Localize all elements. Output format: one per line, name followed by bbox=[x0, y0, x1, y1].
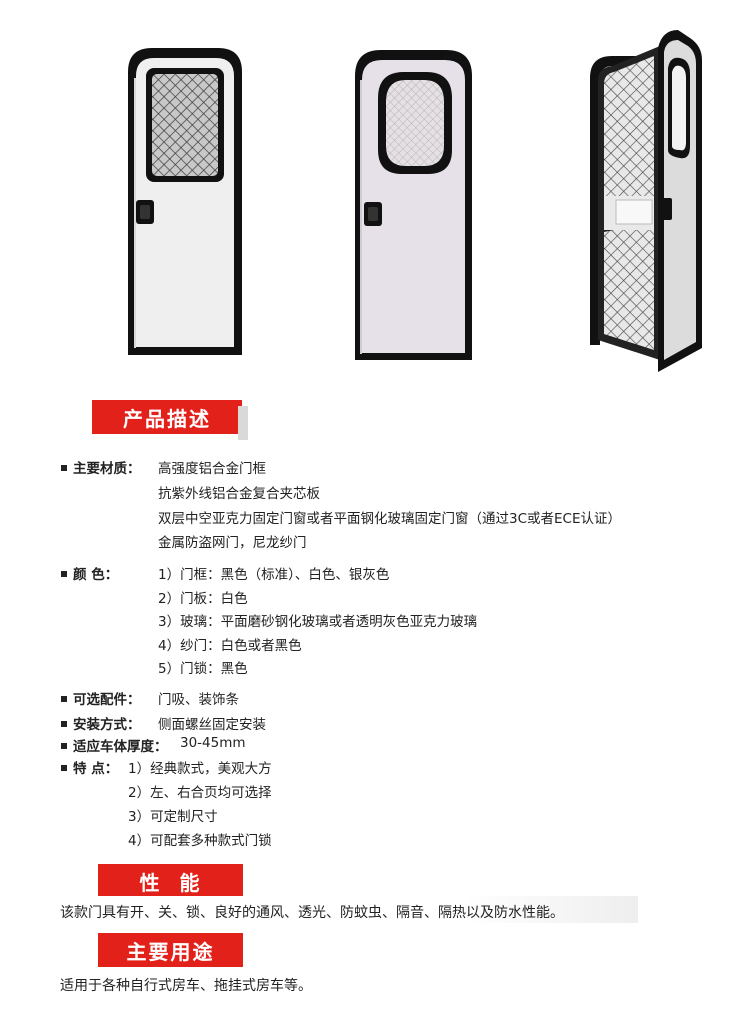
spec-value: 4）纱门：白色或者黑色 bbox=[158, 638, 302, 654]
door-white-rect-window bbox=[128, 48, 242, 355]
spec-value: 30-45mm bbox=[180, 735, 246, 751]
spec-value: 1）门框：黑色（标准）、白色、银灰色 bbox=[158, 567, 390, 583]
usage-text: 适用于各种自行式房车、拖挂式房车等。 bbox=[60, 978, 312, 994]
spec-value: 1）经典款式，美观大方 bbox=[128, 761, 272, 777]
bullet bbox=[61, 465, 67, 471]
section-banner-description: 产品描述 bbox=[92, 400, 242, 434]
bullet bbox=[61, 743, 67, 749]
spec-value: 3）玻璃：平面磨砂钢化玻璃或者透明灰色亚克力玻璃 bbox=[158, 614, 478, 630]
spec-label-material: 主要材质： bbox=[73, 461, 141, 477]
spec-value: 高强度铝合金门框 bbox=[158, 461, 266, 477]
bullet bbox=[61, 696, 67, 702]
section-banner-usage: 主要用途 bbox=[98, 933, 243, 967]
spec-value: 5）门锁：黑色 bbox=[158, 661, 248, 677]
spec-value: 门吸、装饰条 bbox=[158, 692, 239, 708]
section-title: 产品描述 bbox=[123, 406, 211, 431]
bullet bbox=[61, 571, 67, 577]
spec-label-accessories: 可选配件： bbox=[73, 692, 141, 708]
section-banner-performance: 性 能 bbox=[98, 864, 243, 898]
spec-value: 抗紫外线铝合金复合夹芯板 bbox=[158, 486, 320, 502]
spec-value: 2）门板：白色 bbox=[158, 591, 248, 607]
performance-text: 该款门具有开、关、锁、良好的通风、透光、防蚊虫、隔音、隔热以及防水性能。 bbox=[60, 905, 564, 921]
door-open-with-screen bbox=[590, 30, 702, 372]
spec-value: 3）可定制尺寸 bbox=[128, 809, 218, 825]
spec-value: 侧面螺丝固定安装 bbox=[158, 717, 266, 733]
section-title: 主要用途 bbox=[126, 939, 215, 964]
spec-value: 2）左、右合页均可选择 bbox=[128, 785, 272, 801]
bullet bbox=[61, 765, 67, 771]
spec-value: 金属防盗网门，尼龙纱门 bbox=[158, 535, 307, 551]
spec-value: 双层中空亚克力固定门窗或者平面钢化玻璃固定门窗（通过3C或者ECE认证） bbox=[158, 511, 622, 527]
spec-label-features: 特 点： bbox=[73, 761, 119, 777]
performance-text-highlight bbox=[60, 896, 638, 923]
section-title: 性 能 bbox=[139, 870, 202, 895]
spec-value: 4）可配套多种款式门锁 bbox=[128, 833, 272, 849]
spec-label-color: 颜 色： bbox=[73, 567, 119, 583]
door-lavender-oval-window bbox=[355, 50, 472, 360]
bullet bbox=[61, 721, 67, 727]
spec-label-thickness: 适应车体厚度： bbox=[73, 739, 168, 755]
spec-label-install: 安装方式： bbox=[73, 717, 141, 733]
banner-shadow bbox=[238, 406, 248, 440]
door-images bbox=[128, 30, 702, 372]
